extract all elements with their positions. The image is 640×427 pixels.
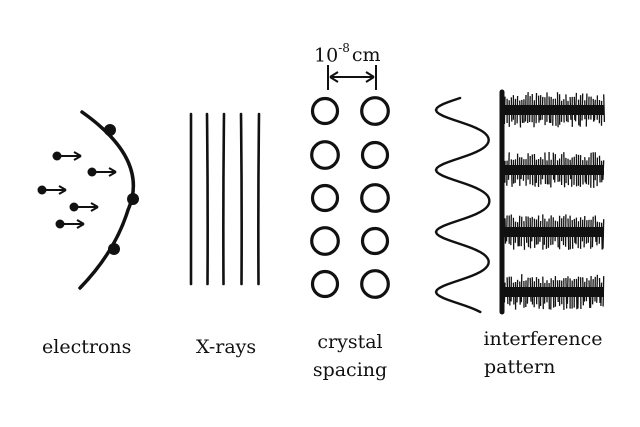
- xray-line: [257, 112, 261, 286]
- electron-particle: [87, 167, 117, 177]
- electron-source-dot: [104, 124, 116, 136]
- label-interference: interference pattern: [478, 330, 608, 377]
- crystal-atom: [360, 140, 390, 170]
- xray-line: [239, 112, 243, 286]
- label-crystal-line1: crystal: [317, 331, 383, 353]
- crystal-atom: [310, 140, 340, 170]
- electron-dot: [52, 151, 62, 161]
- label-interference-line1: interference: [483, 328, 603, 350]
- electron-particle: [69, 202, 99, 212]
- electron-arrowhead: [73, 151, 82, 161]
- fringe-band: [503, 92, 606, 128]
- electron-arrowhead: [108, 167, 117, 177]
- fringe-band: [504, 151, 605, 188]
- fringe-hatch: [504, 214, 605, 250]
- label-crystal-line2: spacing: [312, 359, 388, 381]
- crystal-lattice: [310, 96, 390, 299]
- electron-dot: [69, 202, 79, 212]
- electron-arrowhead: [58, 185, 67, 195]
- electron-particles: [37, 151, 117, 229]
- electron-source-dot: [127, 193, 139, 205]
- fringe-core: [504, 105, 604, 115]
- interference-fringes: [503, 92, 606, 310]
- electron-particle: [55, 219, 85, 229]
- label-electrons: electrons: [42, 336, 132, 358]
- electron-source: [78, 110, 139, 290]
- electron-dot: [87, 167, 97, 177]
- electron-dot: [55, 219, 65, 229]
- electron-arrowhead: [76, 219, 85, 229]
- crystal-atom: [360, 226, 390, 256]
- intensity-wave: [434, 96, 491, 314]
- electron-dot: [37, 185, 47, 195]
- electron-particle: [52, 151, 82, 161]
- label-crystal: crystal spacing: [310, 333, 390, 380]
- crystal-atom: [360, 269, 390, 299]
- crystal-atom: [360, 183, 390, 213]
- fringe-core: [504, 227, 604, 237]
- electron-arc: [78, 110, 136, 290]
- fringe-hatch: [503, 92, 606, 128]
- crystal-atom: [360, 96, 390, 126]
- electron-arrowhead: [90, 202, 99, 212]
- spacing-unit: cm: [351, 44, 381, 67]
- spacing-dimension-arrow: [327, 65, 377, 90]
- xray-lines: [189, 112, 261, 286]
- electron-particle: [37, 185, 67, 195]
- xray-line: [205, 112, 209, 286]
- crystal-atom: [310, 96, 340, 126]
- crystal-atom: [310, 183, 340, 213]
- spacing-base: 10: [314, 44, 339, 67]
- electron-source-dot: [108, 243, 120, 255]
- spacing-exponent: -8: [338, 41, 350, 55]
- label-interference-line2: pattern: [484, 356, 556, 378]
- fringe-band: [504, 214, 605, 250]
- fringe-hatch: [503, 274, 605, 310]
- fringe-hatch: [504, 151, 605, 188]
- fringe-band: [503, 274, 605, 310]
- xray-line: [222, 112, 226, 286]
- crystal-atom: [310, 226, 340, 256]
- label-xrays: X-rays: [196, 336, 257, 358]
- crystal-atom: [310, 269, 340, 299]
